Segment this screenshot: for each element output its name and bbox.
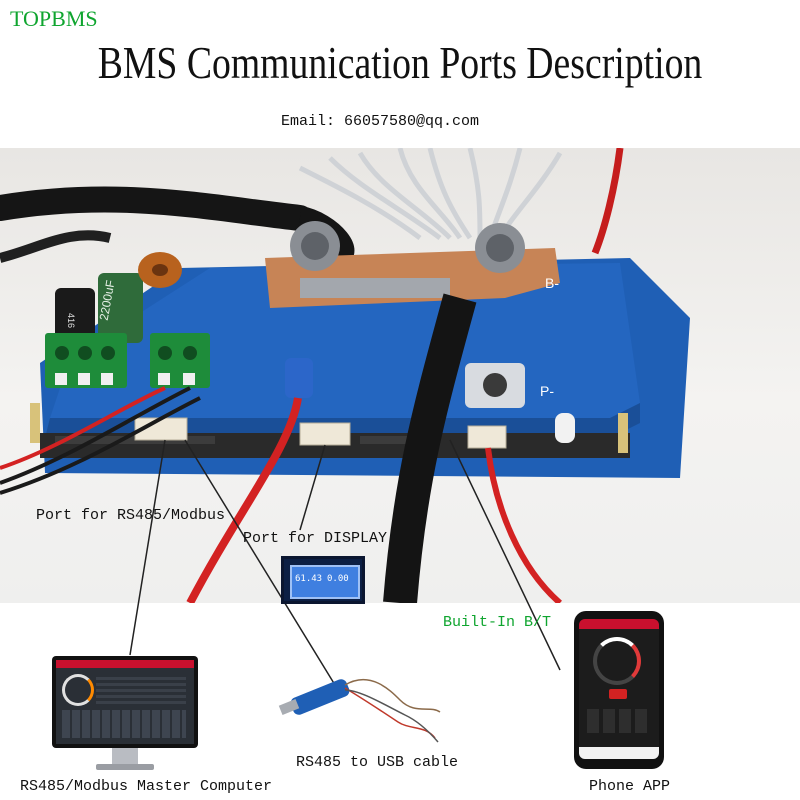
p-minus-mark: P- xyxy=(540,383,554,399)
b-minus-mark: B- xyxy=(545,275,559,291)
label-display-port: Port for DISPLAY xyxy=(243,530,388,547)
lcd-current: 0.00 xyxy=(327,574,349,584)
monitor-base xyxy=(96,764,154,770)
email-line: Email: 66057580@qq.com xyxy=(280,113,480,130)
phone xyxy=(574,611,664,769)
label-builtin-bt: Built-In B/T xyxy=(443,614,552,631)
phone-screen xyxy=(579,619,659,759)
bms-board-illustration: 416 2200uF B- P- xyxy=(0,148,690,603)
bms-board-photo: 416 2200uF B- P- xyxy=(0,148,800,603)
label-rs485-port: Port for RS485/Modbus xyxy=(36,507,226,524)
monitor-stand xyxy=(112,748,138,764)
monitor xyxy=(52,656,198,748)
label-usb-cable: RS485 to USB cable xyxy=(296,754,459,771)
monitor-screen xyxy=(56,660,194,744)
page-title: BMS Communication Ports Description xyxy=(97,37,703,88)
lcd-voltage: 61.43 xyxy=(295,574,323,584)
lcd-screen: 61.43 0.00 xyxy=(290,565,360,599)
label-master-computer: RS485/Modbus Master Computer xyxy=(20,778,273,795)
lcd-display-module: 61.43 0.00 xyxy=(281,556,365,604)
brand-logo-text: TOPBMS xyxy=(10,6,98,31)
capacitor-label: 2200uF xyxy=(97,279,118,322)
svg-text:416: 416 xyxy=(66,313,76,328)
label-phone-app: Phone APP xyxy=(589,778,671,795)
